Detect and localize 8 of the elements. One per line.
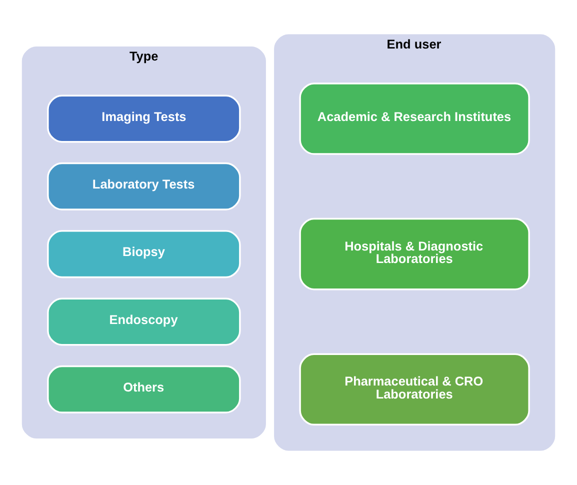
node-box: Hospitals & Diagnostic Laboratories bbox=[299, 218, 530, 290]
node-box: Laboratory Tests bbox=[47, 162, 241, 210]
node-box: Pharmaceutical & CRO Laboratories bbox=[299, 353, 530, 426]
node-box: Biopsy bbox=[47, 230, 241, 278]
node-box: Others bbox=[47, 365, 241, 414]
node-box: Endoscopy bbox=[47, 298, 241, 346]
node-box: Imaging Tests bbox=[47, 94, 241, 143]
node-box: Academic & Research Institutes bbox=[299, 82, 530, 155]
